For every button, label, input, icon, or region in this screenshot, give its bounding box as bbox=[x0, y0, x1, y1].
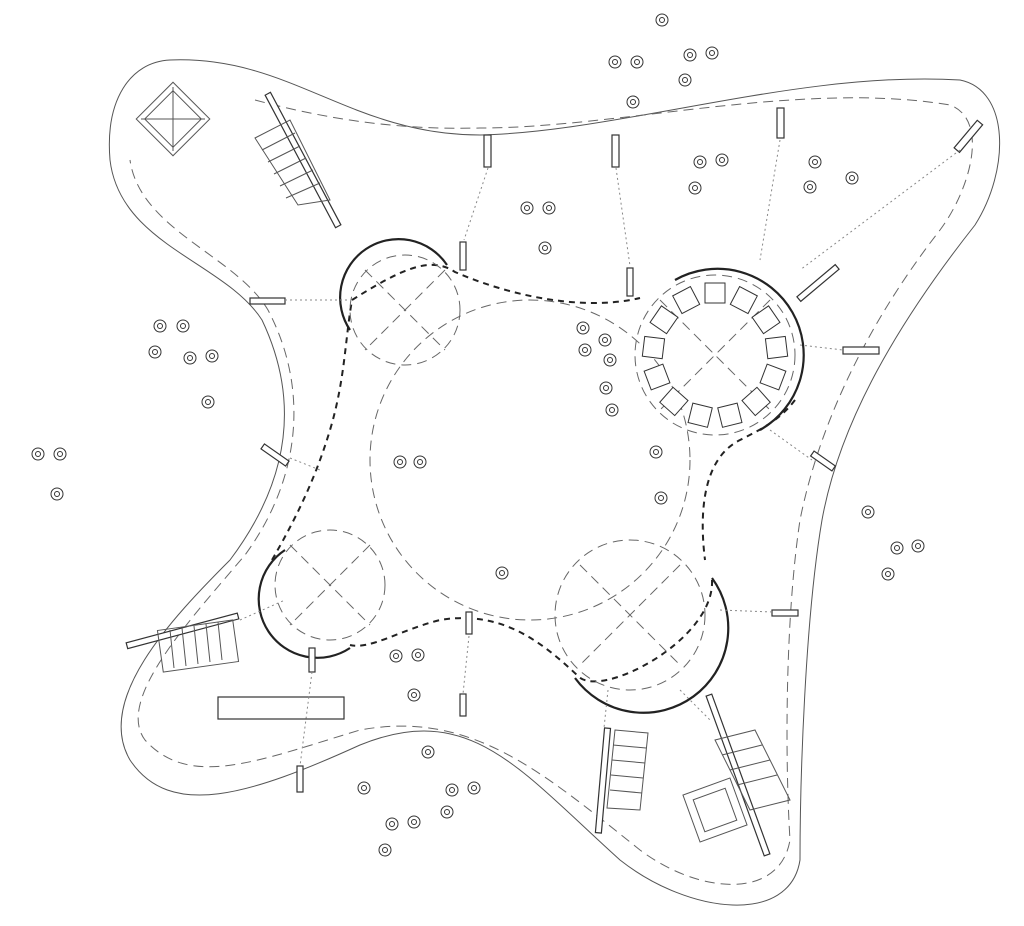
curved-walls bbox=[257, 238, 805, 714]
person-head bbox=[687, 52, 693, 58]
person-head bbox=[389, 821, 395, 827]
person-head bbox=[209, 353, 215, 359]
person-head bbox=[603, 385, 609, 391]
person-head bbox=[57, 451, 63, 457]
person-head bbox=[157, 323, 163, 329]
chair bbox=[659, 386, 689, 417]
stair-nw bbox=[254, 119, 331, 206]
skylight-se bbox=[682, 777, 748, 843]
person-head bbox=[524, 205, 530, 211]
central-space-outline bbox=[271, 263, 796, 683]
person-head bbox=[812, 159, 818, 165]
chair bbox=[643, 363, 671, 391]
person-head bbox=[719, 157, 725, 163]
person-head bbox=[152, 349, 158, 355]
seating-ring bbox=[641, 282, 789, 428]
skylight-nw bbox=[135, 81, 211, 157]
chair bbox=[741, 386, 771, 417]
person-head bbox=[807, 184, 813, 190]
person-head bbox=[849, 175, 855, 181]
person-head bbox=[397, 459, 403, 465]
person-head bbox=[658, 495, 664, 501]
chair bbox=[751, 305, 781, 335]
central-circle bbox=[369, 299, 691, 621]
chair bbox=[672, 285, 701, 315]
stair-se bbox=[714, 729, 791, 811]
person-head bbox=[542, 245, 548, 251]
person-head bbox=[415, 652, 421, 658]
stair-sw bbox=[156, 619, 240, 673]
person-head bbox=[894, 545, 900, 551]
node-circle-sw bbox=[274, 529, 386, 641]
person-head bbox=[602, 337, 608, 343]
node-circle-nw bbox=[349, 254, 461, 366]
chair bbox=[649, 305, 679, 335]
node-circle-se bbox=[554, 539, 706, 691]
person-head bbox=[411, 819, 417, 825]
chair bbox=[641, 335, 666, 360]
person-head bbox=[582, 347, 588, 353]
people-figures bbox=[31, 13, 925, 857]
person-head bbox=[915, 543, 921, 549]
person-head bbox=[709, 50, 715, 56]
person-head bbox=[499, 570, 505, 576]
person-head bbox=[692, 185, 698, 191]
person-head bbox=[361, 785, 367, 791]
person-head bbox=[425, 749, 431, 755]
person-head bbox=[609, 407, 615, 413]
person-head bbox=[393, 653, 399, 659]
stair-s bbox=[606, 729, 649, 811]
person-head bbox=[697, 159, 703, 165]
chair bbox=[729, 285, 758, 315]
person-head bbox=[180, 323, 186, 329]
person-head bbox=[444, 809, 450, 815]
chair bbox=[759, 363, 787, 391]
chair bbox=[764, 335, 789, 360]
partition-walls bbox=[125, 91, 984, 857]
chair bbox=[687, 402, 713, 428]
person-head bbox=[634, 59, 640, 65]
person-head bbox=[885, 571, 891, 577]
person-head bbox=[382, 847, 388, 853]
person-head bbox=[54, 491, 60, 497]
person-head bbox=[682, 77, 688, 83]
inner-boundary bbox=[129, 97, 973, 885]
person-head bbox=[187, 355, 193, 361]
outer-boundary bbox=[108, 59, 1001, 906]
chair bbox=[704, 282, 726, 304]
person-head bbox=[546, 205, 552, 211]
cross-lines bbox=[289, 269, 771, 666]
person-head bbox=[659, 17, 665, 23]
person-head bbox=[630, 99, 636, 105]
person-head bbox=[35, 451, 41, 457]
node-circle-ne bbox=[634, 274, 796, 436]
person-head bbox=[653, 449, 659, 455]
person-head bbox=[865, 509, 871, 515]
person-head bbox=[205, 399, 211, 405]
person-head bbox=[612, 59, 618, 65]
person-head bbox=[580, 325, 586, 331]
person-head bbox=[411, 692, 417, 698]
person-head bbox=[417, 459, 423, 465]
chair bbox=[717, 402, 743, 428]
dotted-links bbox=[239, 139, 961, 767]
person-head bbox=[607, 357, 613, 363]
person-head bbox=[471, 785, 477, 791]
person-head bbox=[449, 787, 455, 793]
